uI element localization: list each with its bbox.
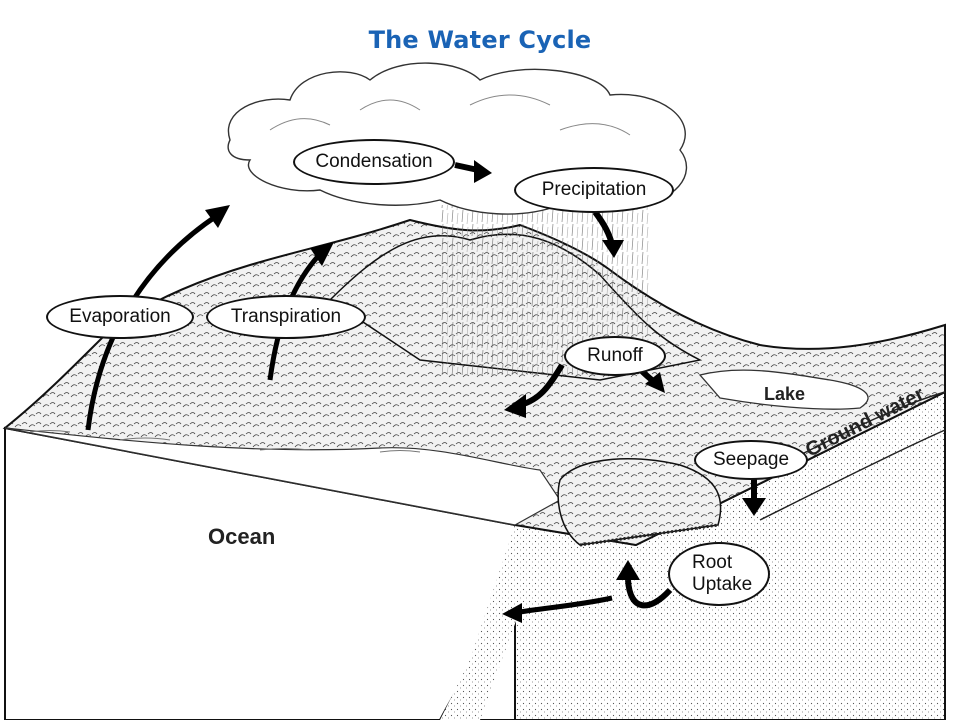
evaporation-label: Evaporation xyxy=(46,295,194,339)
evaporation-text: Evaporation xyxy=(69,306,171,328)
seepage-arrow xyxy=(742,478,766,516)
precipitation-text: Precipitation xyxy=(541,179,647,201)
ocean-surface xyxy=(4,427,561,526)
transpiration-label: Transpiration xyxy=(206,295,366,339)
root-uptake-label: Root Uptake xyxy=(668,542,770,606)
groundwater-to-ocean-arrow xyxy=(502,595,613,623)
root-uptake-line2: Uptake xyxy=(692,574,753,595)
ocean-label: Ocean xyxy=(208,524,276,549)
precipitation-arrow xyxy=(592,210,624,258)
runoff-label: Runoff xyxy=(564,336,666,376)
lake-label: Lake xyxy=(764,384,806,404)
transpiration-text: Transpiration xyxy=(230,306,342,328)
runoff-text: Runoff xyxy=(587,345,643,367)
root-uptake-arrow xyxy=(616,560,673,609)
precipitation-label: Precipitation xyxy=(514,167,674,213)
runoff-arrow-left xyxy=(504,363,565,418)
seepage-label: Seepage xyxy=(694,440,808,480)
seepage-text: Seepage xyxy=(712,449,790,471)
condensation-text: Condensation xyxy=(315,151,433,173)
forest-patch xyxy=(557,458,722,546)
condensation-label: Condensation xyxy=(293,139,455,185)
root-uptake-line1: Root xyxy=(692,552,733,574)
lake xyxy=(698,369,869,410)
page-title: The Water Cycle xyxy=(368,26,592,54)
condensation-to-precipitation-arrow xyxy=(454,160,492,183)
